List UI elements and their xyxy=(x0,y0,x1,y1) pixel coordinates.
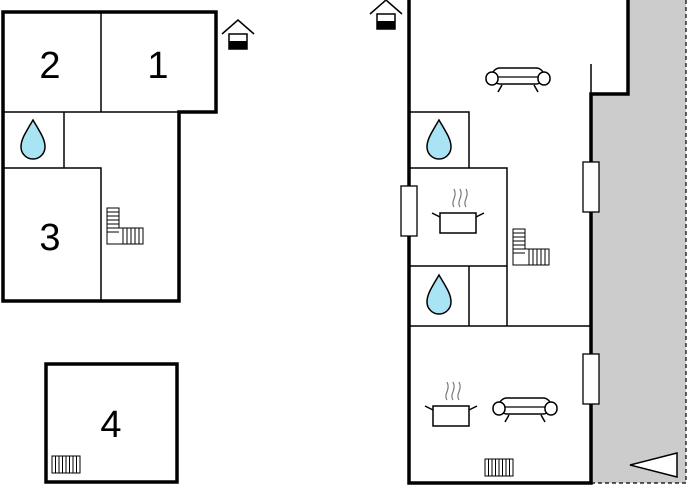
radiator-icon xyxy=(484,458,514,477)
left-interior-walls xyxy=(3,12,179,301)
stairs-icon xyxy=(512,228,550,266)
right-interior-walls xyxy=(409,111,591,327)
water-drop-icon xyxy=(426,274,452,315)
cooking-pot-icon xyxy=(424,381,478,427)
window-icon xyxy=(582,161,600,213)
right-building-outline xyxy=(407,0,630,485)
room-number-4: 4 xyxy=(100,404,121,446)
terrace-area xyxy=(591,0,686,483)
entrance-icon xyxy=(369,0,403,30)
left-building: 2 1 3 4 xyxy=(1,10,255,484)
water-drop-icon xyxy=(426,119,452,160)
room-number-2: 2 xyxy=(39,45,60,87)
radiator-icon xyxy=(51,455,81,474)
sofa-icon xyxy=(485,67,551,93)
room-number-1: 1 xyxy=(147,45,168,87)
sofa-icon xyxy=(492,397,558,423)
terrace-boundary xyxy=(591,0,687,484)
right-building xyxy=(369,0,687,485)
cooking-pot-icon xyxy=(431,188,485,234)
window-icon xyxy=(400,185,418,237)
window-icon xyxy=(582,353,600,405)
compass-arrow-icon xyxy=(629,452,678,478)
entrance-icon xyxy=(221,19,255,50)
room-number-3: 3 xyxy=(39,217,60,259)
